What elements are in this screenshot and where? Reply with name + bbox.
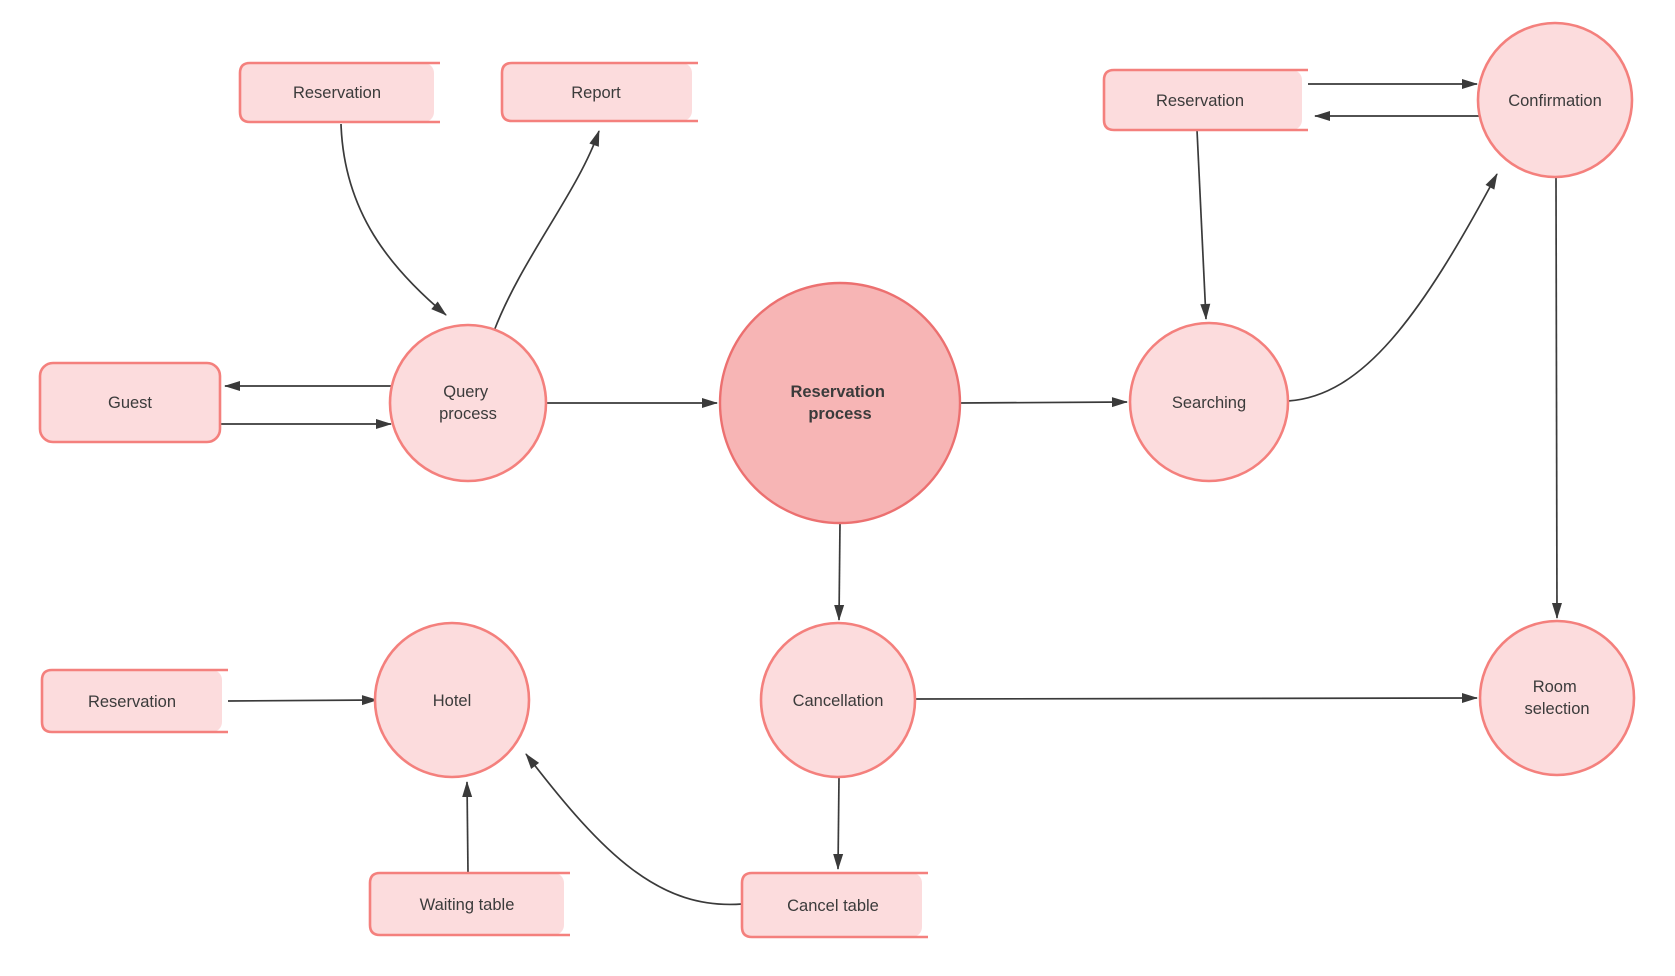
data-store-shape — [502, 63, 692, 121]
edge-query-process-to-report-store — [493, 130, 600, 332]
node-hotel[interactable]: Hotel — [373, 621, 531, 779]
node-reservation-store-top[interactable]: Reservation — [238, 61, 440, 124]
edge-waiting-table-to-hotel — [462, 781, 473, 874]
entity-shape — [38, 361, 222, 444]
process-circle — [718, 281, 962, 525]
node-label: Guest — [108, 394, 152, 412]
edge-reservation-store-top-to-query-process — [340, 123, 447, 316]
edge-cancellation-to-room-selection — [914, 693, 1478, 704]
edge-reservation-store-bottom-to-hotel — [227, 695, 378, 706]
data-store-border — [1102, 68, 1308, 132]
node-reservation-store-right[interactable]: Reservation — [1102, 68, 1308, 132]
node-guest[interactable]: Guest — [38, 361, 222, 444]
node-reservation-process[interactable]: Reservation process — [718, 281, 962, 525]
node-label: Report — [571, 84, 621, 102]
process-circle — [759, 621, 917, 779]
edge-confirmation-to-room-selection — [1551, 176, 1562, 619]
process-circle — [1478, 619, 1636, 777]
node-label: Hotel — [433, 692, 472, 710]
node-cancel-table[interactable]: Cancel table — [740, 871, 928, 939]
node-label: Reservation — [1156, 92, 1244, 110]
process-circle — [373, 621, 531, 779]
process-circle — [1476, 21, 1634, 179]
node-cancellation[interactable]: Cancellation — [759, 621, 917, 779]
node-report-store[interactable]: Report — [500, 61, 698, 123]
node-label: Confirmation — [1508, 92, 1602, 110]
process-circle — [388, 323, 548, 483]
edge-cancel-table-to-hotel — [525, 753, 743, 906]
node-label: Cancel table — [787, 897, 879, 915]
node-label: Query process — [439, 383, 497, 423]
node-label: Cancellation — [793, 692, 884, 710]
node-label: Reservation — [293, 84, 381, 102]
data-store-border — [40, 668, 228, 734]
connector-layer — [220, 79, 1562, 906]
node-label: Reservation — [88, 693, 176, 711]
data-store-border — [238, 61, 440, 124]
data-store-border — [500, 61, 698, 123]
node-label: Searching — [1172, 394, 1246, 412]
data-store-border — [740, 871, 928, 939]
data-store-shape — [370, 873, 564, 935]
data-store-shape — [742, 873, 922, 937]
edge-reservation-store-right-to-searching — [1196, 129, 1211, 320]
edge-searching-to-confirmation — [1287, 173, 1498, 402]
data-store-shape — [240, 63, 434, 122]
node-query-process[interactable]: Query process — [388, 323, 548, 483]
node-room-selection[interactable]: Room selection — [1478, 619, 1636, 777]
edge-cancellation-to-cancel-table — [833, 776, 844, 870]
node-confirmation[interactable]: Confirmation — [1476, 21, 1634, 179]
node-label: Reservation process — [790, 383, 889, 423]
data-store-border — [368, 871, 570, 937]
node-searching[interactable]: Searching — [1128, 321, 1290, 483]
data-store-shape — [42, 670, 222, 732]
edge-reservation-process-to-searching — [959, 397, 1128, 408]
node-reservation-store-bottom[interactable]: Reservation — [40, 668, 228, 734]
process-circle — [1128, 321, 1290, 483]
node-waiting-table[interactable]: Waiting table — [368, 871, 570, 937]
data-store-shape — [1104, 70, 1302, 130]
node-label: Waiting table — [420, 896, 515, 914]
edge-reservation-process-to-cancellation — [834, 522, 845, 621]
node-label: Room selection — [1524, 678, 1589, 718]
